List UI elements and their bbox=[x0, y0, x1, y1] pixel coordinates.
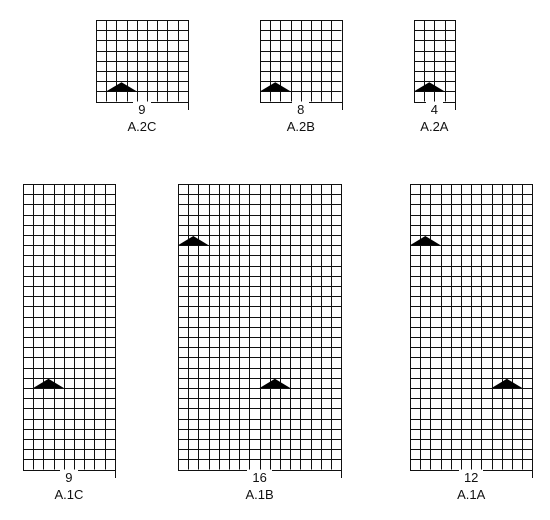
chart-a2a-label: A.2A bbox=[420, 118, 449, 134]
increase-triangle-symbol bbox=[410, 236, 441, 246]
chart-a1c-grid bbox=[22, 184, 117, 479]
chart-a1a-label: A.1A bbox=[457, 486, 486, 502]
increase-triangle-symbol bbox=[491, 378, 523, 388]
increase-triangle-symbol bbox=[414, 82, 445, 92]
chart-a2b-stitch-count: 8 bbox=[260, 101, 342, 117]
chart-a1c-stitch-count: 9 bbox=[23, 469, 115, 485]
increase-triangle-symbol bbox=[260, 82, 291, 92]
chart-a1b-stitch-count: 16 bbox=[178, 469, 342, 485]
chart-a1a-stitch-count: 12 bbox=[410, 469, 533, 485]
chart-a2c-stitch-count: 9 bbox=[96, 101, 188, 117]
chart-a1a-grid bbox=[409, 184, 534, 479]
chart-a2c-label: A.2C bbox=[127, 118, 157, 134]
increase-triangle-symbol bbox=[106, 82, 137, 92]
chart-a1b-grid bbox=[177, 184, 343, 479]
chart-a2b-label: A.2B bbox=[286, 118, 315, 134]
chart-a1c-label: A.1C bbox=[54, 486, 84, 502]
chart-a2a-stitch-count: 4 bbox=[414, 101, 455, 117]
chart-a1b-label: A.1B bbox=[245, 486, 274, 502]
increase-triangle-symbol bbox=[259, 378, 291, 388]
increase-triangle-symbol bbox=[178, 236, 209, 246]
increase-triangle-symbol bbox=[33, 378, 64, 388]
